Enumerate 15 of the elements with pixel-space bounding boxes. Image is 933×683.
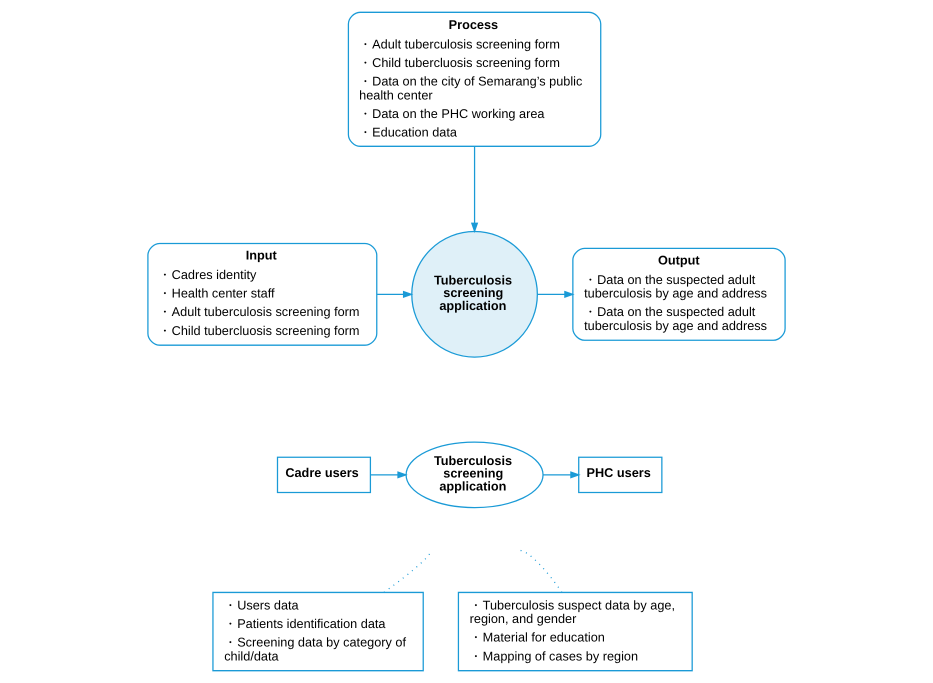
arrow: [543, 471, 581, 478]
node-box: PHC users: [578, 456, 662, 494]
node-box: ・Tuberculosis suspect data by age, region, and gender ・Material for education ・Mapping of cases by region: [458, 592, 693, 672]
connector: [520, 550, 562, 593]
node-box: Process ・Adult tuberculosis screening form ・Child tubercluosis screening form ・Data on the city of Semarang’s public health center ・Data on the PHC working area ・Education data: [348, 12, 602, 147]
node-box: Cadre users: [276, 456, 372, 494]
node-box: Output ・Data on the suspected adult tuberculosis by age and address ・Data on the suspected adult tuberculosis by age and address: [572, 248, 786, 341]
node-box: ・Users data ・Patients identification data ・Screening data by category of child/data: [212, 592, 424, 672]
arrow: [377, 290, 414, 298]
arrow: [538, 290, 575, 298]
node-box: Input ・Cadres identity ・Health center staff ・Adult tuberculosis screening form ・Child tubercluosis screening form: [147, 242, 378, 346]
node-circle: Tuberculosis screening application: [411, 230, 538, 358]
node-ellipse: Tuberculosis screening application: [405, 441, 544, 508]
arrow: [470, 146, 478, 234]
arrow: [370, 471, 408, 478]
